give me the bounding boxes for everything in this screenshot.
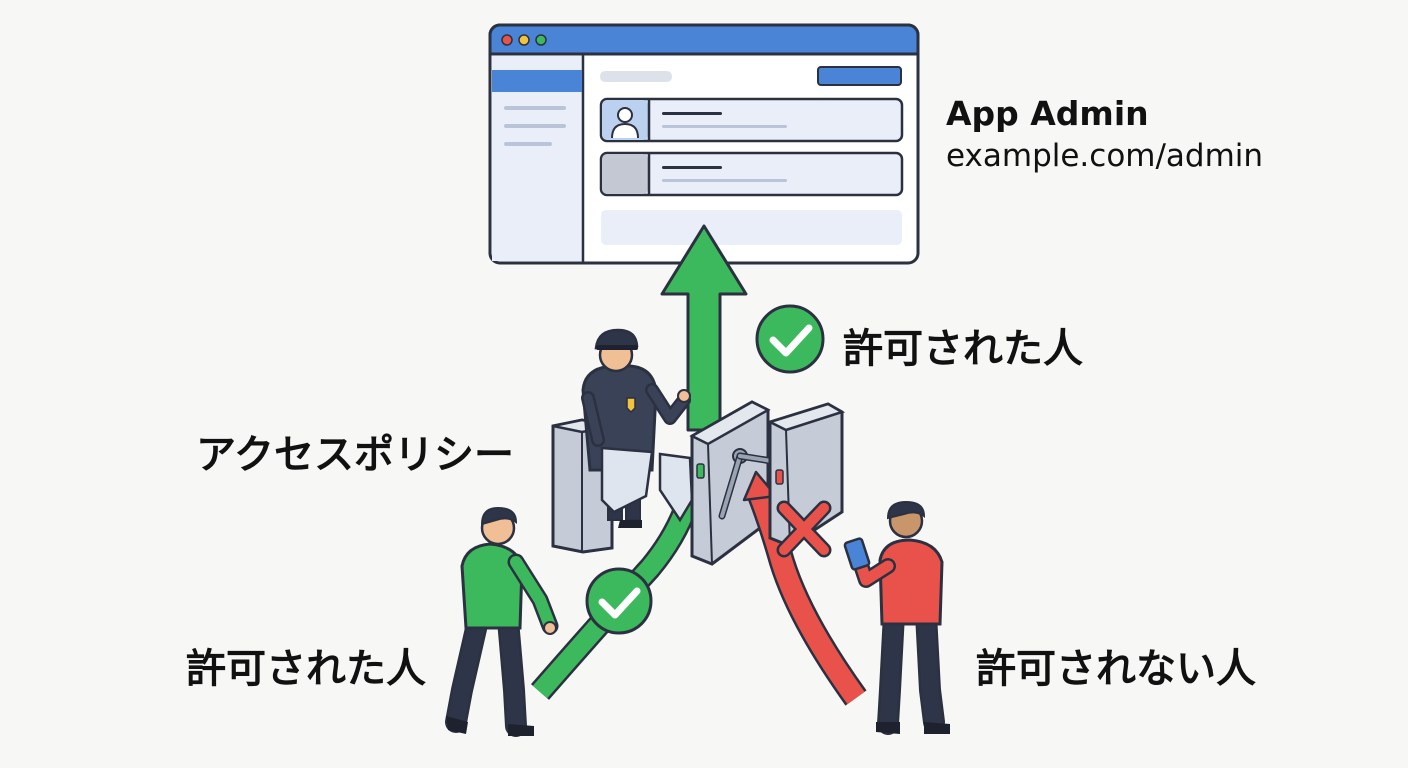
app-title: App Admin (946, 94, 1149, 133)
badge-icon (626, 397, 636, 414)
admin-browser-window (488, 23, 920, 265)
check-circle-icon (755, 304, 825, 374)
barrier-flaps (600, 446, 694, 523)
user-avatar-icon (611, 107, 639, 139)
red-indicator-light (775, 469, 784, 485)
phone-icon (843, 537, 871, 571)
header-button (817, 66, 902, 86)
check-circle-icon-path (585, 567, 653, 635)
content-footer-block (601, 210, 902, 245)
allowed-arrow (660, 224, 748, 432)
app-url: example.com/admin (946, 138, 1264, 174)
sidebar-active-item (492, 70, 582, 92)
center-turnstile (689, 400, 782, 566)
user-list-row (599, 97, 904, 143)
allowed-person-label: 許可された人 (186, 646, 426, 692)
access-policy-label: アクセスポリシー (196, 432, 514, 478)
allowed-label-top: 許可された人 (843, 326, 1083, 372)
cross-mark-icon (776, 500, 832, 558)
allowed-person (445, 506, 559, 737)
window-dots-icon (501, 34, 547, 46)
denied-person (843, 500, 950, 735)
list-row-placeholder (599, 151, 904, 197)
content-header-bar (600, 71, 672, 82)
denied-person-label: 許可されない人 (976, 646, 1256, 692)
denied-arrow-head (742, 470, 778, 502)
green-indicator-light (696, 463, 705, 479)
